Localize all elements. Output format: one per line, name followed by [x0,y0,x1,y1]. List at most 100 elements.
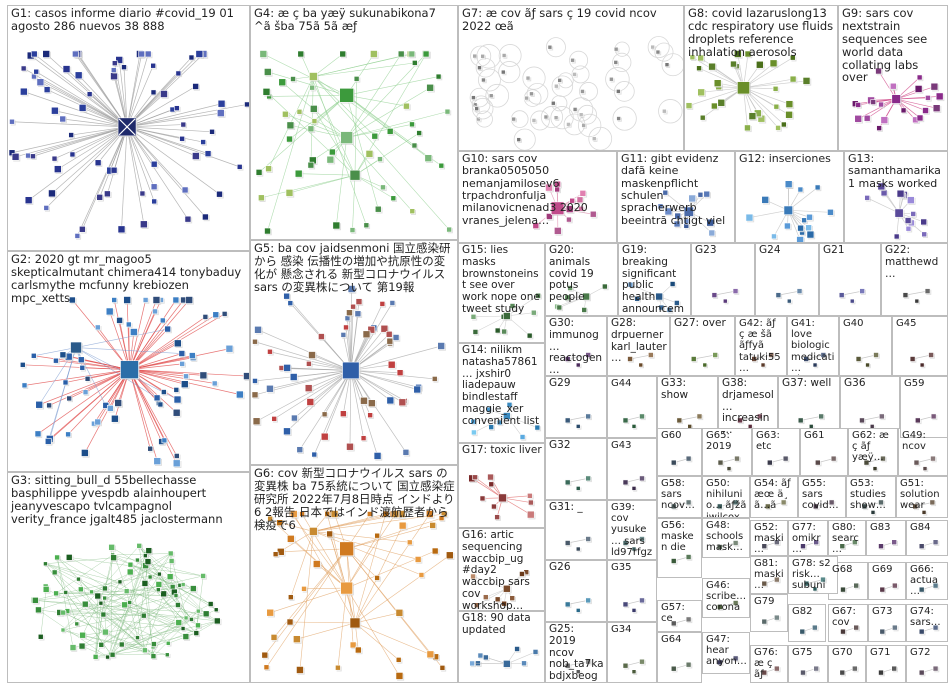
hub-node [891,94,902,105]
node [664,207,674,217]
hub-node [120,360,140,380]
node [839,543,846,550]
network-graph-g37 [797,413,825,430]
network-graph-g30 [564,352,592,369]
group-panel-g66: G66: actua… [906,562,948,600]
node [475,660,482,667]
network-graph-g75 [800,665,820,677]
edge [267,71,347,96]
node [469,660,476,668]
node [878,413,886,421]
edge [346,53,427,138]
edge [104,557,114,589]
edge [56,557,66,593]
node [519,571,526,578]
node [892,624,899,632]
node [806,213,814,222]
node [786,298,793,305]
edge [304,587,347,590]
network-graph-g49 [913,455,937,472]
edge [299,531,314,670]
node [152,296,162,305]
node [374,205,383,214]
node [930,82,940,92]
node [184,215,193,224]
node [24,196,34,205]
node [638,362,644,369]
node [878,669,885,677]
edge [287,367,351,371]
node [797,417,805,425]
edge [313,370,352,455]
node [575,669,582,675]
edge [72,628,184,648]
edge [95,595,99,657]
edge [37,369,130,435]
node [622,601,630,609]
node [674,212,682,221]
node [46,402,53,410]
node [472,474,479,481]
node [685,455,693,463]
node [893,233,901,241]
node [326,155,336,165]
group-panel-g78: G78: s2 risk… subuni… [788,556,838,594]
node [877,182,887,192]
edge [289,174,356,194]
edge [121,126,128,230]
group-panel-g58: G58: sars ncov… [657,476,702,518]
node [180,626,187,632]
edge [126,126,220,195]
node [855,356,863,363]
node [717,604,724,611]
edge [126,126,145,225]
edge [51,126,128,194]
edge [743,57,793,89]
group-label: G32 [549,439,571,451]
node [670,620,678,628]
node [110,67,118,74]
node [173,453,181,460]
node [613,60,619,66]
edge [75,347,158,399]
self-loop [612,106,637,131]
edge [274,370,352,420]
hub-node [309,72,319,82]
node [107,404,115,413]
node [730,60,738,69]
node [142,297,150,304]
node [276,519,284,527]
node [870,99,877,106]
group-panel-g41: G41: love biologic medicati… always… [787,316,839,376]
group-label: G25: 2019 ncov nob_ta7ka bdjxbeogd… [549,623,604,682]
node [413,385,422,395]
node [864,195,871,202]
group-label: G15: lies masks brownstoneinst see over … [462,244,540,315]
network-graph-g64 [670,661,693,673]
edge [65,592,78,624]
node [318,333,326,341]
node [580,89,586,95]
node [217,99,227,109]
node [151,641,158,648]
edge [57,126,128,170]
network-graph-g47 [717,655,740,667]
group-panel-g62: G62: æ ç ãƒ yæÿ… [848,428,898,476]
group-label: G18: 90 data updated [462,612,531,636]
node [189,352,197,360]
group-label: G30: immunog… reactogen… heterolog… [549,317,603,376]
node [213,607,220,613]
edge [39,369,130,406]
edge [346,513,396,589]
node [296,446,304,454]
node [425,510,435,519]
node [74,621,80,628]
node [585,352,592,359]
group-panel-g18: G18: 90 data updated [458,611,545,683]
edge [688,87,744,106]
edge [346,535,378,589]
network-graph-g32 [564,475,592,492]
group-label: G13: samanthamarika1 masks worked [848,152,941,190]
node [930,413,938,421]
node [116,317,124,325]
